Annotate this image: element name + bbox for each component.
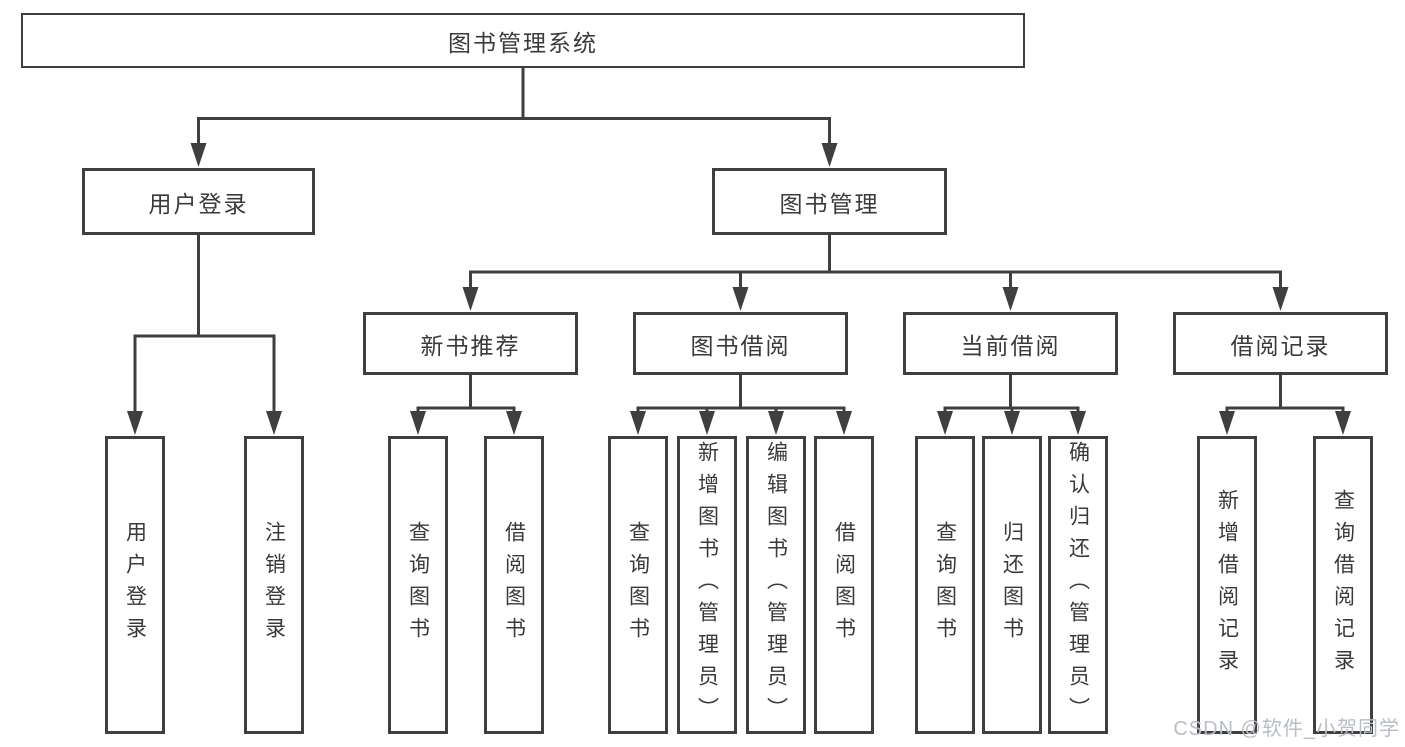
leaf-logout: 注销登录 <box>244 436 304 734</box>
leaf-return-book-label: 归还图书 <box>1000 521 1024 649</box>
leaf-add-borrow-record: 新增借阅记录 <box>1197 436 1257 734</box>
leaf-query-borrow-record: 查询借阅记录 <box>1313 436 1373 734</box>
node-user-login: 用户登录 <box>82 168 315 235</box>
leaf-confirm-return-admin-label: 确认归还（管理员） <box>1066 441 1090 729</box>
node-current-borrowing: 当前借阅 <box>903 312 1118 375</box>
leaf-borrow-books-2: 借阅图书 <box>814 436 874 734</box>
leaf-borrow-books-1-label: 借阅图书 <box>502 521 526 649</box>
leaf-add-borrow-record-label: 新增借阅记录 <box>1215 489 1239 681</box>
leaf-query-books-2-label: 查询图书 <box>626 521 650 649</box>
leaf-user-login: 用户登录 <box>105 436 165 734</box>
leaf-confirm-return-admin: 确认归还（管理员） <box>1048 436 1108 734</box>
node-new-book-recommend-label: 新书推荐 <box>420 332 521 359</box>
node-current-borrowing-label: 当前借阅 <box>960 332 1061 359</box>
node-new-book-recommend: 新书推荐 <box>363 312 578 375</box>
node-root-label: 图书管理系统 <box>448 29 598 56</box>
arrowheads <box>127 143 1351 435</box>
leaf-logout-label: 注销登录 <box>262 521 286 649</box>
leaf-return-book: 归还图书 <box>982 436 1042 734</box>
node-book-borrowing-label: 图书借阅 <box>690 332 791 359</box>
leaf-user-login-label: 用户登录 <box>123 521 147 649</box>
leaf-query-books-2: 查询图书 <box>608 436 668 734</box>
leaf-query-books-3: 查询图书 <box>915 436 975 734</box>
leaf-query-books-3-label: 查询图书 <box>933 521 957 649</box>
node-root: 图书管理系统 <box>21 13 1025 68</box>
leaf-add-book-admin: 新增图书（管理员） <box>677 436 737 734</box>
leaf-edit-book-admin: 编辑图书（管理员） <box>746 436 806 734</box>
node-book-borrowing: 图书借阅 <box>633 312 848 375</box>
node-borrowing-records-label: 借阅记录 <box>1230 332 1331 359</box>
node-user-login-label: 用户登录 <box>148 190 249 217</box>
node-book-management-label: 图书管理 <box>779 190 880 217</box>
leaf-edit-book-admin-label: 编辑图书（管理员） <box>764 441 788 729</box>
leaf-add-book-admin-label: 新增图书（管理员） <box>695 441 719 729</box>
node-book-management: 图书管理 <box>712 168 947 235</box>
leaf-borrow-books-1: 借阅图书 <box>484 436 544 734</box>
leaf-query-books-1-label: 查询图书 <box>406 521 430 649</box>
leaf-query-borrow-record-label: 查询借阅记录 <box>1331 489 1355 681</box>
watermark: CSDN @软件_小贺同学 <box>1173 718 1400 740</box>
node-borrowing-records: 借阅记录 <box>1173 312 1388 375</box>
leaf-query-books-1: 查询图书 <box>388 436 448 734</box>
leaf-borrow-books-2-label: 借阅图书 <box>832 521 856 649</box>
